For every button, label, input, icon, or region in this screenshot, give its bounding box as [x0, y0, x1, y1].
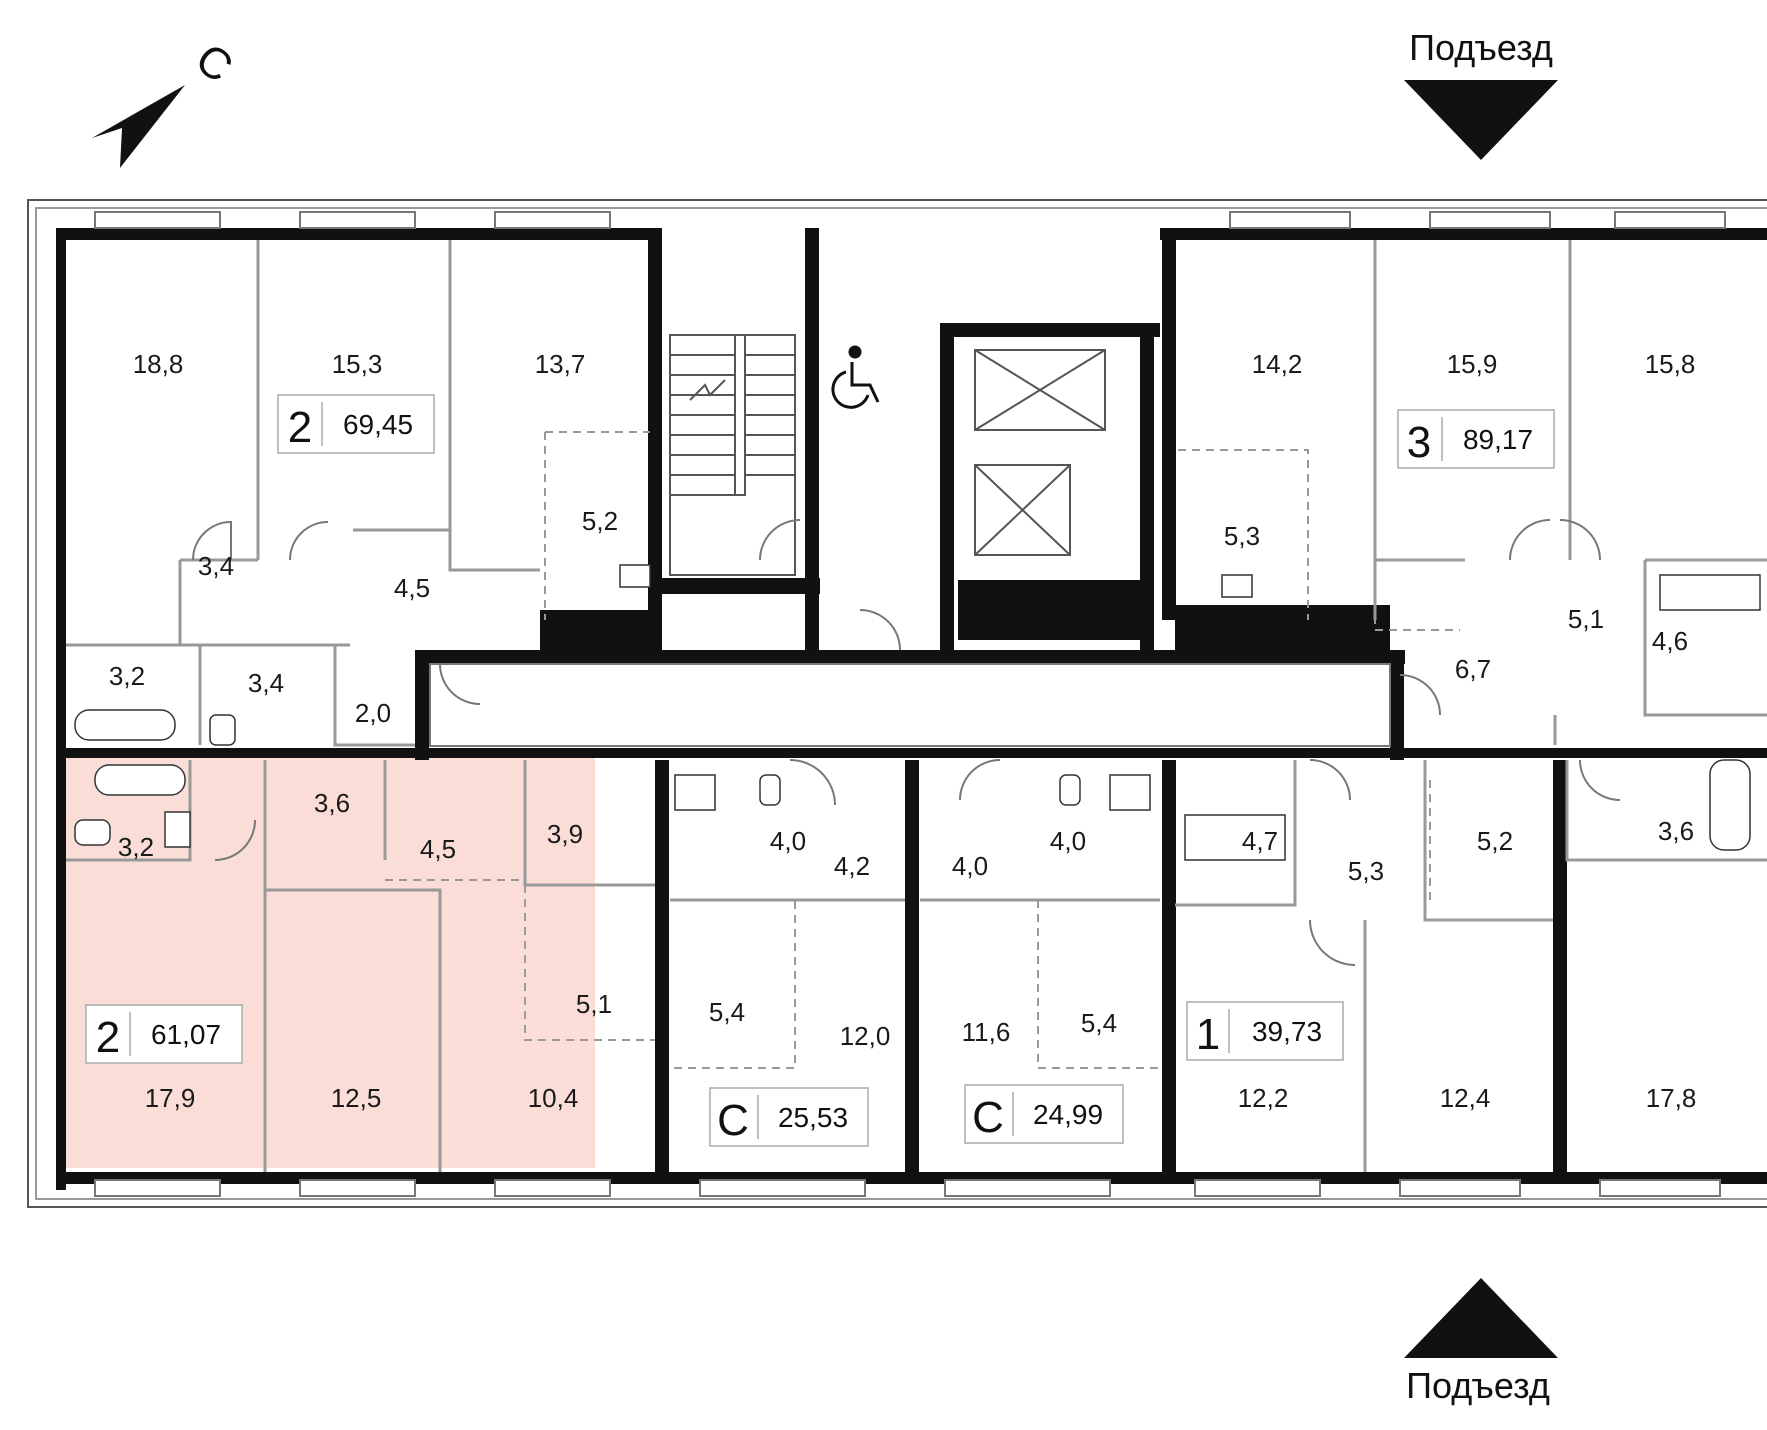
apartment-badge[interactable]: С 24,99	[964, 1084, 1124, 1144]
wheelchair-icon	[831, 345, 880, 409]
room-area: 5,3	[1348, 856, 1384, 886]
room-area: 18,8	[133, 349, 184, 379]
room-area: 3,2	[109, 661, 145, 691]
room-area: 5,2	[582, 506, 618, 536]
north-arrow-icon: С	[92, 34, 242, 168]
room-area: 12,2	[1238, 1083, 1289, 1113]
room-area: 4,0	[1050, 826, 1086, 856]
apartment-area: 69,45	[343, 409, 413, 440]
room-area: 5,3	[1224, 521, 1260, 551]
room-area: 3,4	[248, 668, 284, 698]
room-area: 4,7	[1242, 826, 1278, 856]
apartment-badge[interactable]: С 25,53	[709, 1087, 869, 1147]
apartment-rooms: 2	[96, 1013, 120, 1062]
compass-letter: С	[186, 34, 241, 92]
room-area: 3,6	[314, 788, 350, 818]
apartment-rooms: С	[717, 1096, 749, 1145]
room-area: 4,5	[394, 573, 430, 603]
room-area: 13,7	[535, 349, 586, 379]
room-area: 4,0	[770, 826, 806, 856]
room-area: 17,8	[1646, 1083, 1697, 1113]
room-area: 14,2	[1252, 349, 1303, 379]
room-area: 5,1	[1568, 604, 1604, 634]
room-area: 5,4	[709, 997, 745, 1027]
windows	[94, 211, 1726, 1197]
corridor	[429, 663, 1391, 747]
room-labels: 18,8 15,3 13,7 5,2 3,4 4,5 3,2 3,4 2,0 1…	[109, 349, 1696, 1113]
room-area: 5,4	[1081, 1008, 1117, 1038]
apartment-rooms: 3	[1407, 418, 1431, 467]
apartment-rooms: 1	[1196, 1010, 1220, 1059]
bathroom-fixtures	[74, 564, 1761, 861]
elevator-icon	[974, 349, 1106, 556]
entrance-top-label: Подъезд	[1409, 27, 1553, 68]
room-area: 3,9	[547, 819, 583, 849]
room-area: 4,5	[420, 834, 456, 864]
room-area: 6,7	[1455, 654, 1491, 684]
apartment-rooms: С	[972, 1093, 1004, 1142]
apartment-area: 89,17	[1463, 424, 1533, 455]
room-area: 12,4	[1440, 1083, 1491, 1113]
room-area: 2,0	[355, 698, 391, 728]
room-area: 10,4	[528, 1083, 579, 1113]
highlighted-apartment-area[interactable]	[60, 760, 595, 1168]
door-swings	[192, 519, 1621, 966]
interior-walls	[415, 228, 1567, 1180]
room-area: 12,5	[331, 1083, 382, 1113]
room-area: 12,0	[840, 1021, 891, 1051]
apartment-badge[interactable]: 3 89,17	[1397, 409, 1555, 469]
room-area: 5,2	[1477, 826, 1513, 856]
entrance-arrow-icon	[1404, 80, 1558, 160]
kitchen-zones	[385, 431, 1460, 1069]
apartment-area: 61,07	[151, 1019, 221, 1050]
room-area: 15,9	[1447, 349, 1498, 379]
room-area: 3,4	[198, 551, 234, 581]
entrance-arrow-icon	[1404, 1278, 1558, 1358]
apartment-area: 25,53	[778, 1102, 848, 1133]
room-area: 17,9	[145, 1083, 196, 1113]
room-area: 15,3	[332, 349, 383, 379]
room-area: 3,2	[118, 832, 154, 862]
entrance-top: Подъезд	[1404, 27, 1558, 160]
apartment-badge[interactable]: 1 39,73	[1186, 1001, 1344, 1061]
entrance-bottom: Подъезд	[1404, 1278, 1558, 1406]
room-area: 3,6	[1658, 816, 1694, 846]
room-area: 11,6	[962, 1017, 1011, 1047]
room-area: 4,6	[1652, 626, 1688, 656]
apartment-area: 39,73	[1252, 1016, 1322, 1047]
apartment-badge[interactable]: 2 61,07	[85, 1004, 243, 1064]
room-area: 15,8	[1645, 349, 1696, 379]
apartment-area: 24,99	[1033, 1099, 1103, 1130]
room-area: 4,2	[834, 851, 870, 881]
room-area: 5,1	[576, 989, 612, 1019]
stairs-icon	[669, 334, 796, 576]
entrance-bottom-label: Подъезд	[1406, 1365, 1550, 1406]
room-area: 4,0	[952, 851, 988, 881]
apartment-badge[interactable]: 2 69,45	[277, 394, 435, 454]
apartment-rooms: 2	[288, 403, 312, 452]
